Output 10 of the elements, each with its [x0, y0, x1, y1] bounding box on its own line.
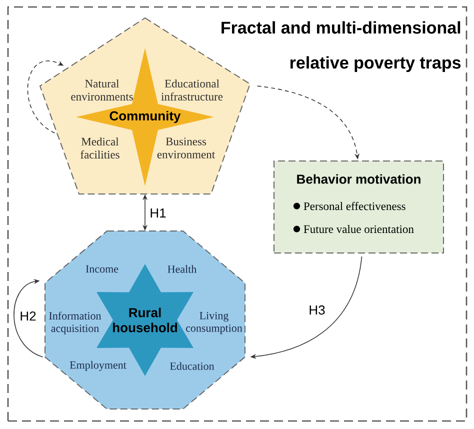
curved-arrow	[14, 279, 44, 358]
bullet-text: Personal effectiveness	[304, 202, 406, 210]
bullet-text: Future value orientation	[304, 224, 414, 234]
title: Fractal and multi-dimensional relative poverty traps	[222, 21, 461, 72]
edge-label: H3	[308, 304, 326, 316]
factor-label: Business environment	[157, 138, 215, 158]
box-heading: Behavior motivation	[297, 174, 420, 184]
edge-label: H2	[18, 310, 38, 322]
factor-label: Medical facilities	[80, 137, 120, 159]
edge-label: H1	[148, 208, 168, 218]
